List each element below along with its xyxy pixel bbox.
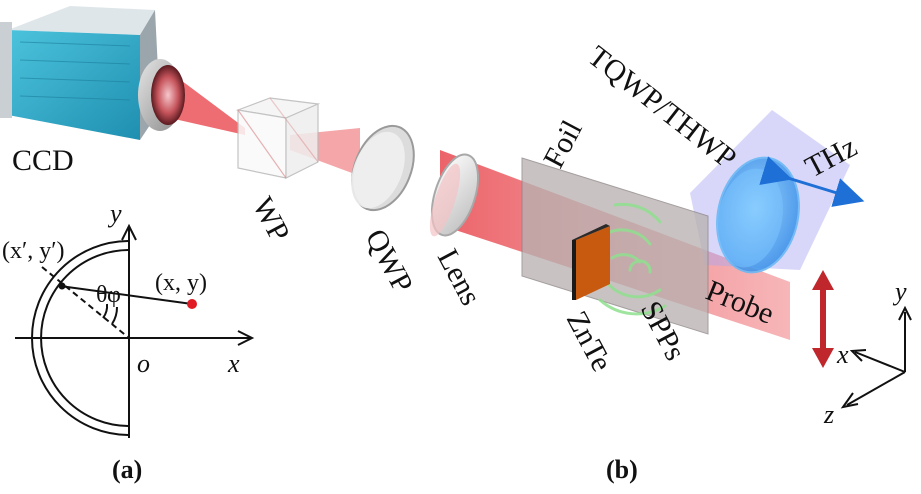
wp-label: WP <box>246 192 296 247</box>
ccd-label: CCD <box>12 144 74 177</box>
foil-label: Foil <box>537 115 589 173</box>
inset-phi-label: φ <box>107 282 121 308</box>
ccd-camera <box>0 6 185 140</box>
znte-crystal <box>572 224 610 300</box>
panel-b-label: (b) <box>606 455 638 484</box>
inset-point-label: (x, y) <box>155 270 207 296</box>
panel-a-label: (a) <box>112 455 142 484</box>
metal-foil <box>521 157 709 335</box>
thz-polarization-arrow <box>759 156 865 207</box>
focusing-lens <box>429 153 480 237</box>
inset-origin-label: o <box>137 349 150 378</box>
axis3d-z-label: z <box>823 400 834 429</box>
quarter-wave-plate <box>351 124 415 212</box>
qwp-label: QWP <box>359 224 419 298</box>
wollaston-prism <box>235 97 321 179</box>
tqwp-thwp-label: TQWP/THWP <box>582 40 743 176</box>
coordinate-inset <box>15 223 255 438</box>
probe-polarization-arrow <box>812 270 834 368</box>
inset-theta-label: θ <box>96 282 108 308</box>
spp-rings <box>598 202 667 316</box>
axis3d-x-label: x <box>836 340 849 369</box>
inset-axis-x-label: x <box>227 349 240 378</box>
axis3d-y-label: y <box>892 277 907 306</box>
znte-label: ZnTe <box>560 306 619 377</box>
xyz-axes <box>840 305 912 409</box>
lens-label: Lens <box>431 244 488 311</box>
inset-point-prime-label: (x′, y′) <box>2 238 64 264</box>
inset-axis-y-label: y <box>107 199 122 228</box>
